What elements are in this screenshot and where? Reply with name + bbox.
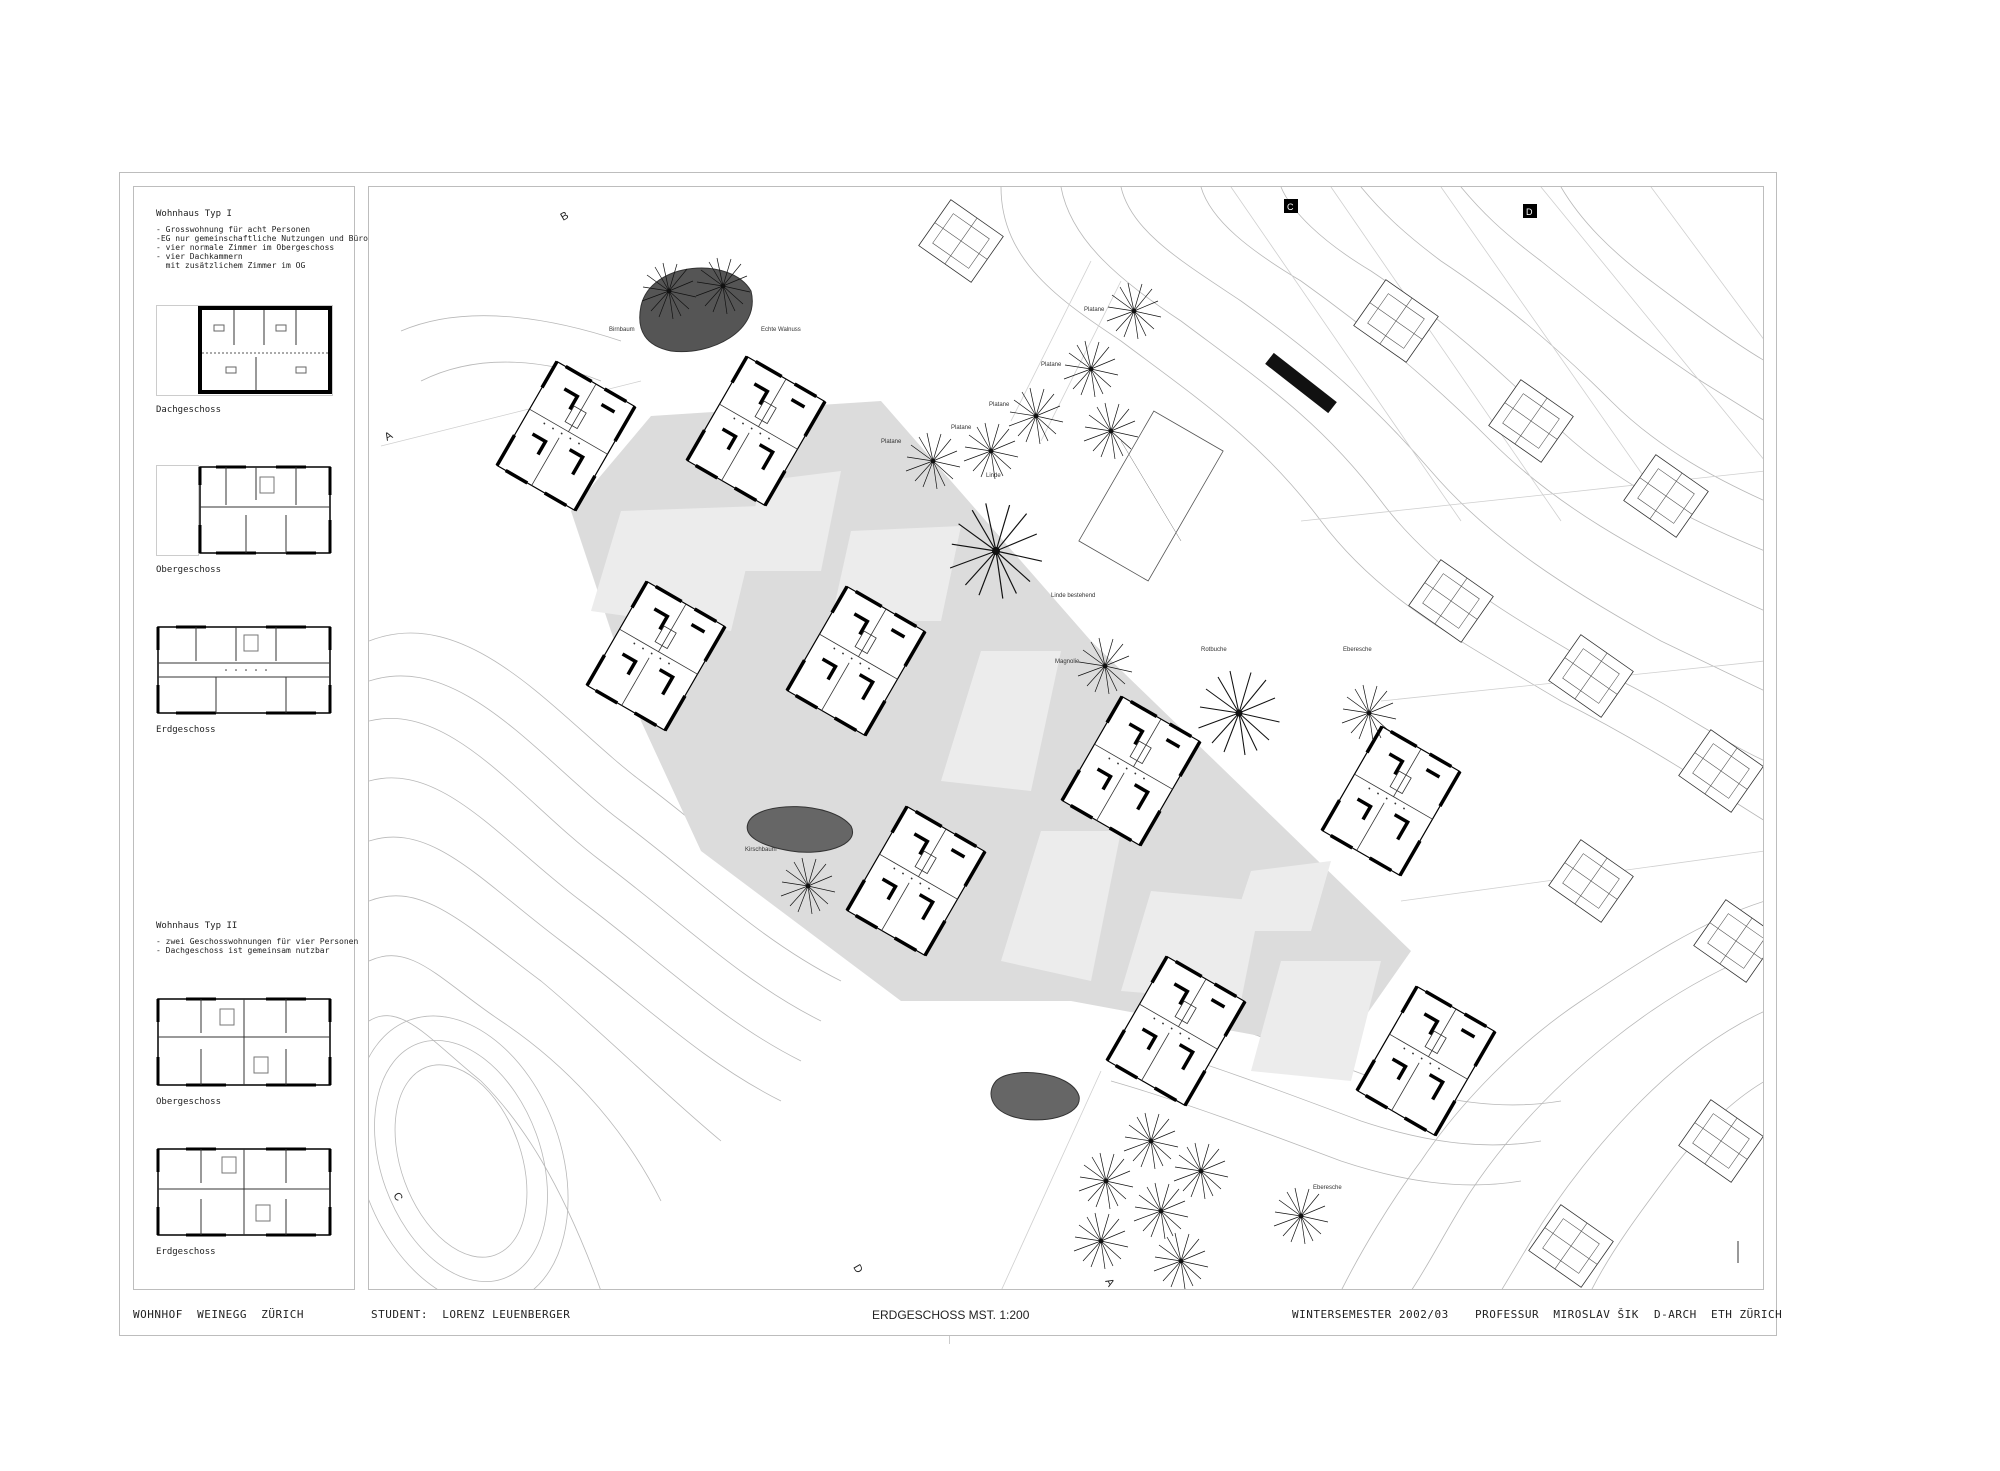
north-marker-c: C <box>1287 202 1294 212</box>
tree-label: Magnolie <box>1055 659 1080 665</box>
type2-ground-floorplan <box>156 1147 332 1237</box>
type1-bullet: - vier Dachkammern <box>156 252 243 261</box>
existing-buildings <box>918 199 1763 1288</box>
site-plan-drawing: Birnbaum Echte Walnuss Platane Platane P… <box>369 187 1763 1290</box>
type1-bullet: - Grosswohnung für acht Personen <box>156 225 311 234</box>
contour-lines <box>369 187 1763 1289</box>
type1-heading: Wohnhaus Typ I <box>156 209 232 219</box>
tree-label: Platane <box>1041 362 1062 368</box>
tree-label: Kirschbaum <box>745 847 777 853</box>
type1-bullet: - vier normale Zimmer im Obergeschoss <box>156 243 335 252</box>
type1-bullets: - Grosswohnung für acht Personen -EG nur… <box>156 225 373 270</box>
type1-roof-floorplan <box>156 305 333 396</box>
tree-label: Linde <box>986 473 1001 479</box>
tree-label: Eberesche <box>1343 647 1372 653</box>
type2-upper-floorplan <box>156 997 332 1087</box>
type2-floor-label-upper: Obergeschoss <box>156 1097 222 1107</box>
tree-label: Echte Walnuss <box>761 327 801 333</box>
site-plan: Birnbaum Echte Walnuss Platane Platane P… <box>368 186 1764 1290</box>
tree-labels: Birnbaum Echte Walnuss Platane Platane P… <box>609 307 1372 1191</box>
type1-upper-floorplan <box>156 465 332 556</box>
footer-department: D-ARCH ETH ZÜRICH <box>1654 1308 1783 1321</box>
section-marker-d: D <box>850 1263 864 1276</box>
section-marker-c: C <box>390 1191 404 1204</box>
footer-semester: WINTERSEMESTER 2002/03 <box>1292 1308 1449 1321</box>
tree-label: Eberesche <box>1313 1185 1342 1191</box>
type1-floor-label-roof: Dachgeschoss <box>156 405 222 415</box>
section-marker-a2: A <box>1102 1277 1116 1290</box>
tree-label: Platane <box>951 425 972 431</box>
footer-student: STUDENT: LORENZ LEUENBERGER <box>371 1308 571 1321</box>
courtyard-paving <box>571 401 1411 1081</box>
type2-floor-label-ground: Erdgeschoss <box>156 1247 216 1257</box>
type2-bullet: - zwei Geschosswohnungen für vier Person… <box>156 937 359 946</box>
tree-label: Platane <box>1084 307 1105 313</box>
footer-professor: PROFESSUR MIROSLAV ŠIK <box>1475 1308 1639 1321</box>
type1-ground-floorplan <box>156 625 332 715</box>
tree-label: Platane <box>881 439 902 445</box>
type2-bullet: - Dachgeschoss ist gemeinsam nutzbar <box>156 946 330 955</box>
typology-panel: Wohnhaus Typ I - Grosswohnung für acht P… <box>133 186 373 1290</box>
tree-label: Platane <box>989 402 1010 408</box>
drawing-sheet-frame <box>119 172 1777 1336</box>
footer-project: WOHNHOF WEINEGG ZÜRICH <box>133 1308 304 1321</box>
type1-bullet: -EG nur gemeinschaftliche Nutzungen und … <box>156 234 373 243</box>
north-marker-d: D <box>1526 207 1533 217</box>
footer-drawing-title: ERDGESCHOSS MST. 1:200 <box>872 1308 1030 1322</box>
type2-heading: Wohnhaus Typ II <box>156 921 238 931</box>
type1-bullet: mit zusätzlichem Zimmer im OG <box>156 261 306 270</box>
section-marker-a: A <box>383 429 396 443</box>
tree-label: Birnbaum <box>609 327 635 333</box>
sheet-center-tick <box>949 1336 950 1344</box>
type2-bullets: - zwei Geschosswohnungen für vier Person… <box>156 937 358 955</box>
north-markers: C D <box>1284 199 1537 218</box>
type1-floor-label-ground: Erdgeschoss <box>156 725 216 735</box>
tree-label: Rotbuche <box>1201 647 1227 653</box>
tree-label: Linde bestehend <box>1051 593 1095 599</box>
type1-floor-label-upper: Obergeschoss <box>156 565 222 575</box>
section-marker-b: B <box>559 210 571 224</box>
